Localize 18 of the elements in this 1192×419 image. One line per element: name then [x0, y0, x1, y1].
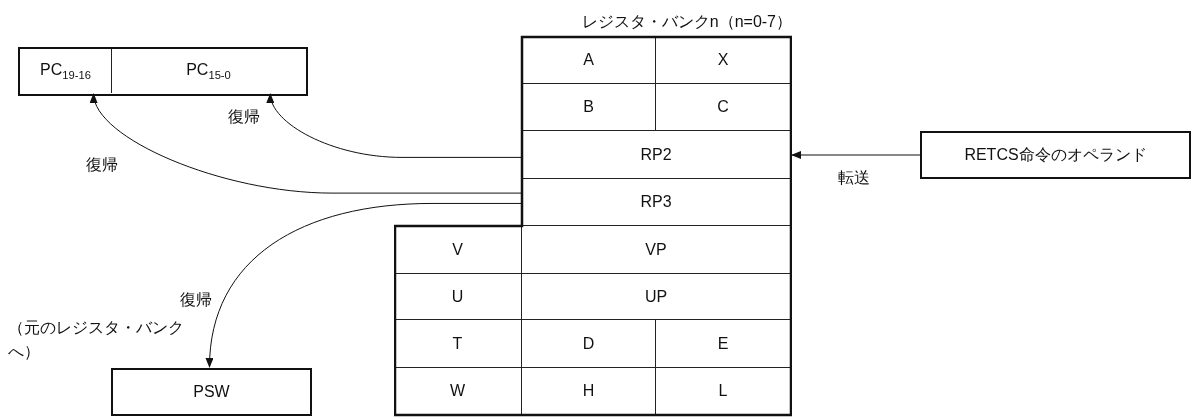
edge-label: 復帰 — [180, 290, 212, 311]
edge-label: 復帰 — [86, 155, 118, 176]
register-cell: B — [522, 84, 656, 131]
edge-label: 転送 — [838, 168, 870, 189]
arrow — [791, 151, 921, 159]
bank-heading: レジスタ・バンクn（n=0-7） — [581, 12, 792, 32]
register-box: RETCS命令のオペランド — [920, 131, 1191, 179]
note-text: （元のレジスタ・バンクへ） — [8, 318, 184, 362]
arrow — [206, 202, 523, 368]
edge-label: 復帰 — [228, 107, 260, 128]
arrow — [267, 93, 523, 158]
arrow — [91, 93, 523, 194]
register-box: PSW — [111, 368, 312, 416]
register-cell: A — [522, 37, 656, 84]
register-cell: V — [394, 226, 522, 274]
register-cell: T — [394, 320, 522, 368]
register-cell: D — [522, 320, 656, 368]
register-cell: U — [394, 274, 522, 320]
